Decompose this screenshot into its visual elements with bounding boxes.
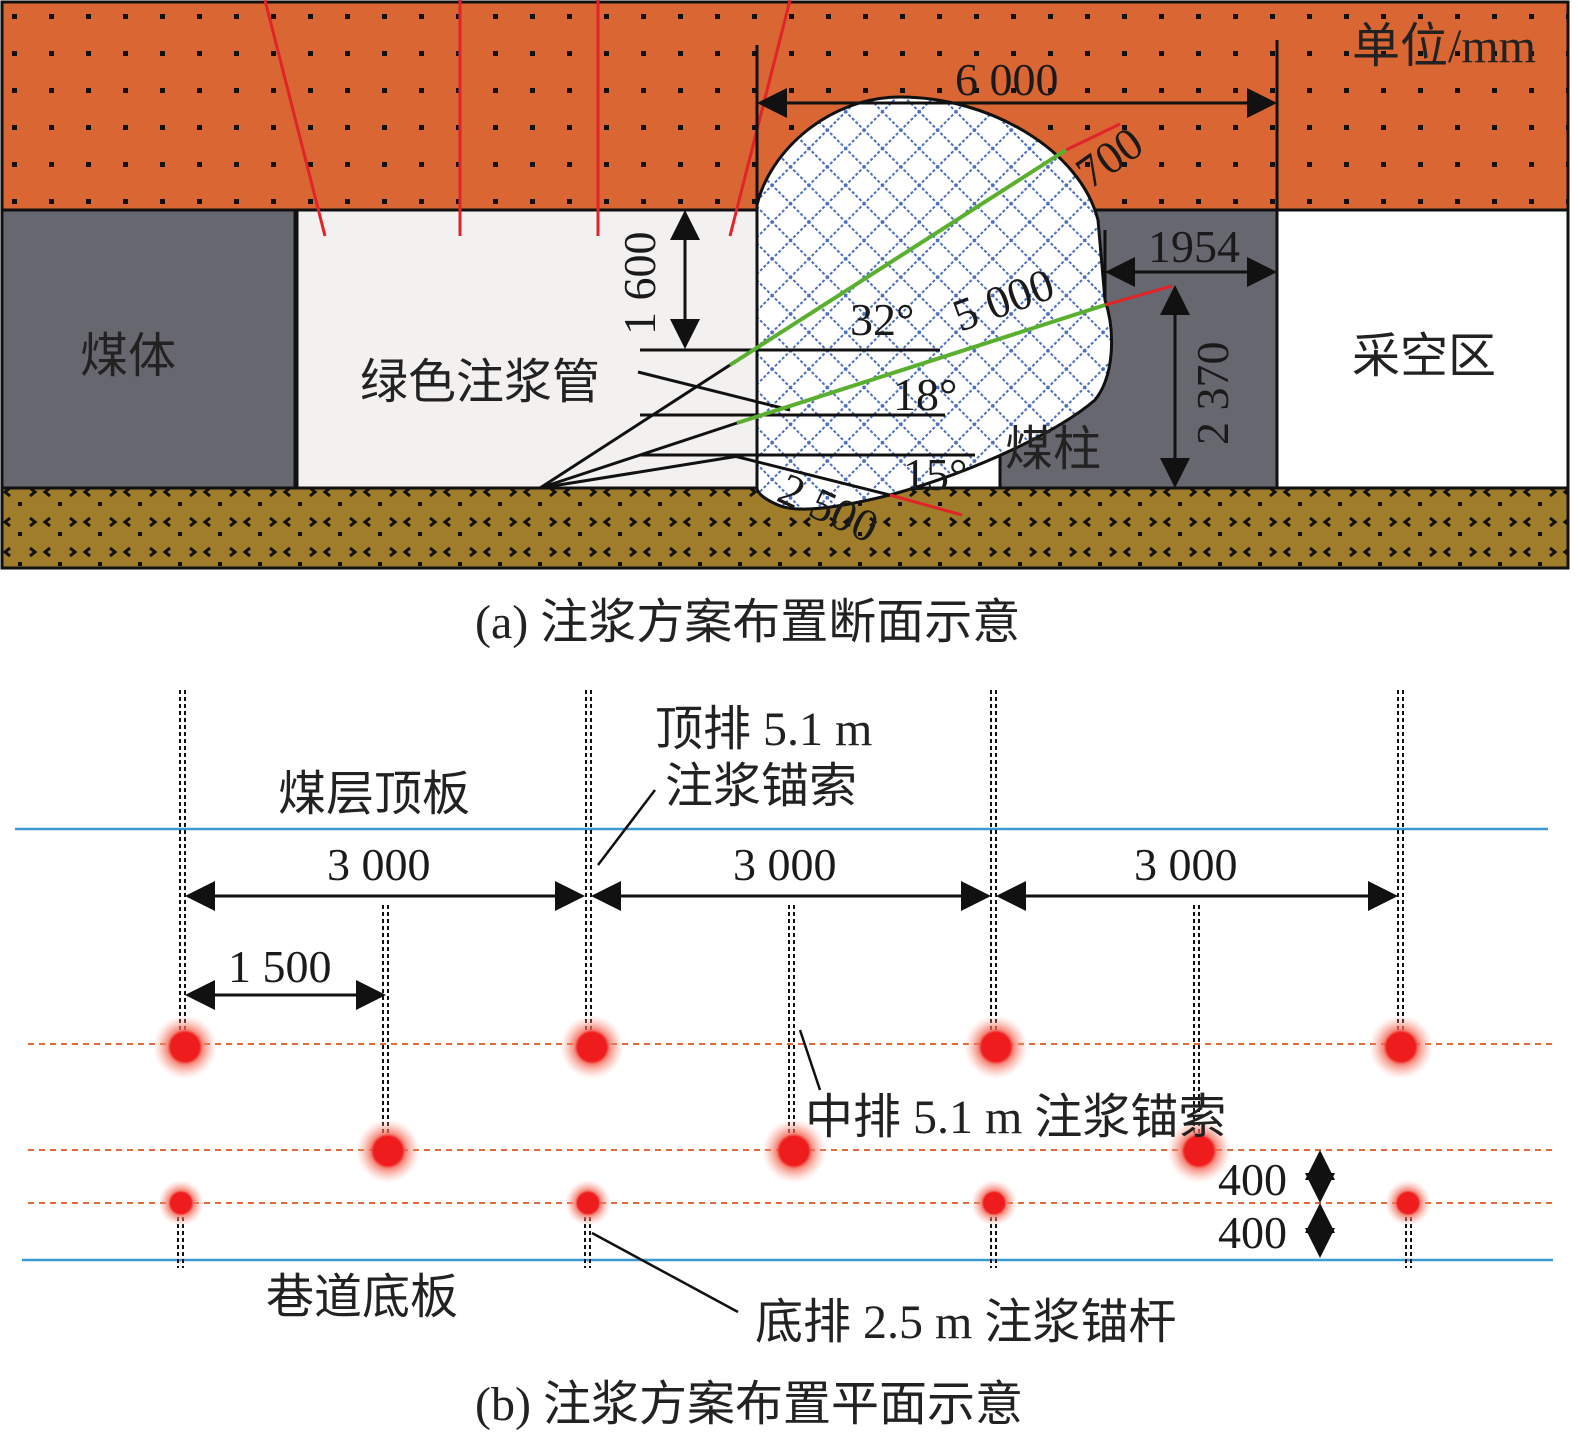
coal-body-label: 煤体: [80, 330, 176, 383]
coal-body: [0, 208, 297, 490]
caption-a: (a) 注浆方案布置断面示意: [475, 596, 1020, 649]
top-anchor-point: [560, 1015, 624, 1079]
row-gap-1: 400: [1218, 1154, 1287, 1205]
coal-pillar-label: 煤柱: [1005, 423, 1101, 476]
spacing-arrows: [185, 881, 1398, 1258]
row-gap-2: 400: [1218, 1207, 1287, 1258]
floor-label: 巷道底板: [266, 1271, 458, 1324]
green-pipe-label: 绿色注浆管: [360, 356, 600, 409]
half-spacing: 1 500: [228, 941, 332, 992]
anchor-shafts: [177, 690, 1412, 1268]
mid-anchor-point: [1167, 1119, 1231, 1183]
guide-lines: [539, 40, 1279, 497]
green-pipes: [728, 148, 1106, 425]
spacing-1: 3 000: [327, 839, 431, 890]
width-dimension: 6 000: [955, 54, 1059, 105]
top-anchor-point: [153, 1015, 217, 1079]
section-b: 煤层顶板 巷道底板 顶排 5.1 m 注浆锚索 中排 5.1 m 注浆锚索 底排…: [15, 690, 1553, 1431]
grout-points: [153, 1015, 1433, 1226]
caption-b: (b) 注浆方案布置平面示意: [475, 1378, 1023, 1431]
section-a: 单位/mm 6 000 700 1954 1 600 5 000 2 370 2…: [0, 0, 1570, 649]
spacing-2: 3 000: [733, 839, 837, 890]
dim-1954: 1954: [1148, 221, 1240, 272]
goaf: [1275, 208, 1570, 490]
mid-row-label: 中排 5.1 m 注浆锚索: [805, 1091, 1226, 1144]
mid-anchor-point: [762, 1119, 826, 1183]
top-anchor-point: [964, 1015, 1028, 1079]
dim-1600: 1 600: [614, 232, 665, 336]
bottom-row-label: 底排 2.5 m 注浆锚杆: [755, 1296, 1176, 1349]
angle-32: 32°: [850, 294, 914, 345]
spacing-3: 3 000: [1134, 839, 1238, 890]
top-row-label: 顶排 5.1 m: [655, 703, 872, 756]
mid-anchor-point: [356, 1119, 420, 1183]
dimension-arrows: [670, 88, 1277, 488]
bottom-bolt-point: [158, 1180, 204, 1226]
bottom-bolt-point: [1385, 1180, 1431, 1226]
bottom-bolt-point: [971, 1180, 1017, 1226]
top-anchor-point: [1369, 1015, 1433, 1079]
leader-lines: [591, 789, 822, 1314]
unit-label: 单位/mm: [1352, 20, 1536, 73]
top-row-label-2: 注浆锚索: [665, 760, 857, 813]
roof-bolts: [263, 0, 1173, 517]
bottom-bolt-point: [565, 1180, 611, 1226]
roof-label: 煤层顶板: [278, 768, 470, 821]
dim-2370: 2 370: [1187, 342, 1238, 446]
goaf-label: 采空区: [1352, 330, 1496, 383]
angle-15: 15°: [903, 449, 967, 500]
angle-18: 18°: [893, 369, 957, 420]
